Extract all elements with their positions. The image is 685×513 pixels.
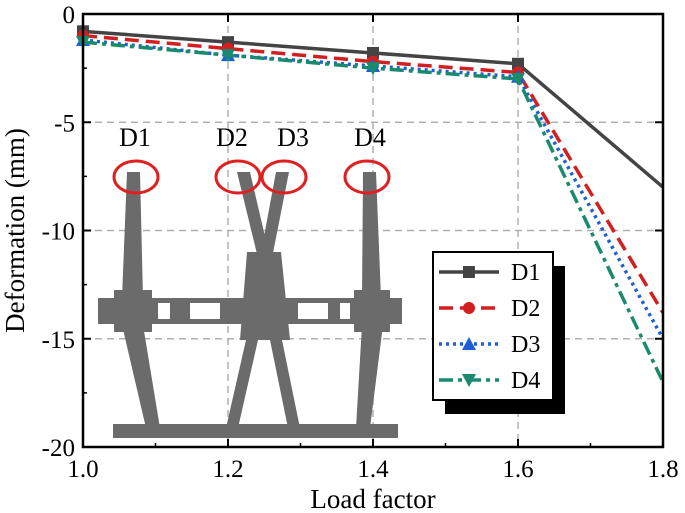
- legend-label-d3: D3: [511, 332, 540, 358]
- data-point-d1: [367, 46, 379, 59]
- beam-window: [158, 303, 170, 319]
- series-d1: [77, 25, 665, 189]
- y-tick-label: 0: [63, 2, 76, 29]
- series-group: [76, 25, 665, 383]
- legend-box: [432, 251, 554, 401]
- strut-d1-lower: [122, 325, 160, 428]
- x-axis-title: Load factor: [310, 484, 435, 513]
- beam-window: [190, 303, 220, 319]
- y-tick-label: -15: [42, 327, 75, 354]
- highlight-d1: [112, 159, 160, 195]
- node-d1: [114, 290, 152, 332]
- legend-marker-d2: [463, 302, 475, 314]
- x-tick-label: 1.6: [502, 456, 533, 483]
- strut-d2-lower: [226, 340, 258, 428]
- strut-d4-upper: [362, 172, 381, 298]
- structure-inset: D1 D2 D3 D4: [98, 123, 402, 438]
- highlight-d3: [260, 159, 308, 195]
- x-tick-label: 1.0: [67, 456, 98, 483]
- data-point-d1: [512, 57, 524, 70]
- legend-label-d4: D4: [511, 368, 540, 394]
- strut-d4-lower: [356, 325, 383, 428]
- strut-d3-lower: [270, 340, 300, 428]
- x-tick-label: 1.4: [357, 456, 389, 483]
- node-d4: [354, 290, 390, 332]
- x-tick-label: 1.8: [647, 456, 678, 483]
- y-tick-label: -5: [54, 110, 75, 137]
- legend-marker-d3: [462, 337, 476, 350]
- y-tick-label: -20: [42, 435, 75, 462]
- legend-marker-d4: [462, 374, 476, 387]
- inset-label-d3: D3: [277, 123, 309, 152]
- beam-window: [298, 303, 328, 319]
- highlight-d4: [343, 159, 391, 195]
- series-line-d2: [82, 33, 665, 314]
- base-plate: [113, 424, 398, 438]
- inset-label-d2: D2: [216, 123, 248, 152]
- data-point-d4: [511, 72, 525, 86]
- legend-label-d1: D1: [511, 260, 540, 286]
- legend-label-d2: D2: [511, 296, 540, 322]
- data-point-d4: [366, 62, 380, 76]
- central-node: [240, 252, 290, 340]
- inset-label-d1: D1: [119, 123, 151, 152]
- data-point-d4: [221, 49, 235, 63]
- y-axis-title: Deformation (mm): [0, 128, 30, 333]
- highlight-d2: [214, 159, 262, 195]
- strut-d1-upper: [122, 172, 143, 298]
- beam-window: [340, 303, 350, 319]
- axis-ticks: 1.0 1.2 1.4 1.6 1.8 0 -5 -10 -15 -20: [42, 2, 679, 483]
- y-tick-label: -10: [42, 219, 75, 246]
- inset-label-d4: D4: [354, 123, 386, 152]
- legend-marker-d1: [463, 266, 475, 278]
- x-tick-label: 1.2: [212, 456, 243, 483]
